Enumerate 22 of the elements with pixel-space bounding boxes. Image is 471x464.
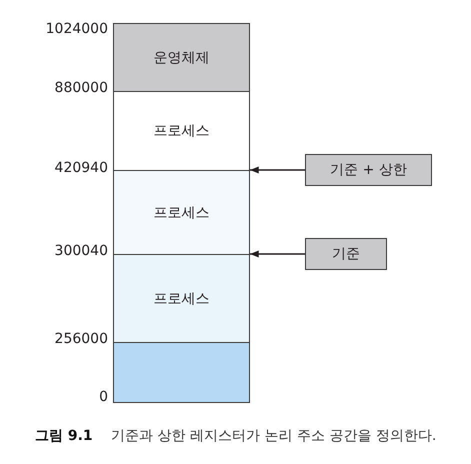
address-label: 880000 [54,79,108,97]
segment-label: 프로세스 [154,122,210,140]
address-label: 1024000 [46,20,108,38]
register-box [305,238,387,270]
arrow [250,166,305,174]
memory-column [113,23,250,403]
register-box [305,154,432,186]
segment-label: 프로세스 [154,290,210,308]
arrow [250,250,305,258]
address-label: 256000 [54,330,108,348]
segment-label: 운영체제 [154,48,210,66]
figure-caption: 그림 9.1 기준과 상한 레지스터가 논리 주소 공간을 정의한다. [35,427,436,445]
memory-segment [114,254,249,342]
address-label: 420940 [54,159,108,177]
segment-label: 프로세스 [154,204,210,222]
register-label: 기준 [332,245,360,263]
memory-segment [114,342,249,402]
register-label: 기준 + 상한 [330,161,407,179]
memory-segment [114,24,249,91]
address-label: 0 [99,388,108,406]
memory-segment [114,170,249,254]
address-label: 300040 [54,242,108,260]
